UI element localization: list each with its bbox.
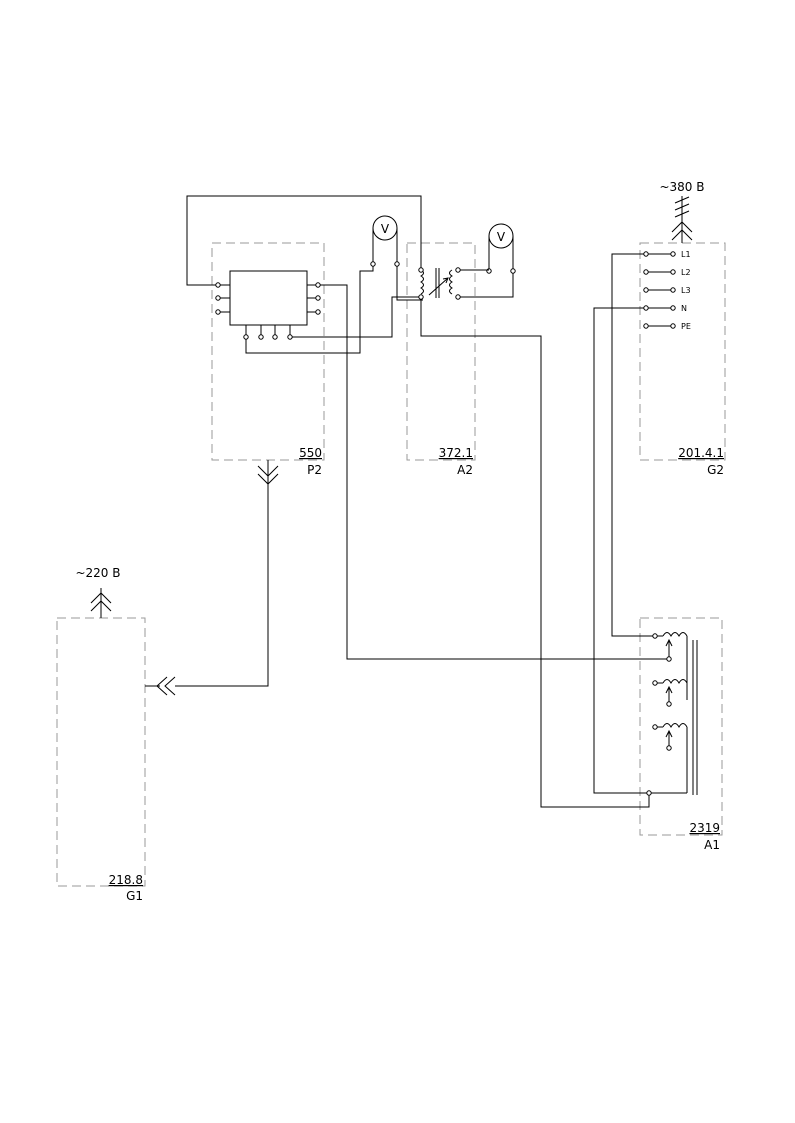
voltmeter-left-symbol: V: [381, 222, 390, 236]
voltmeter-left-pin: [370, 261, 376, 267]
supply-380-arrow: [671, 229, 693, 241]
supply-380-label: ~380 В: [659, 180, 704, 194]
wire-a2-a1-common: [420, 299, 650, 808]
p2-pin: [215, 295, 221, 301]
p2-pin: [315, 282, 321, 288]
g1-socket-chevron: [164, 676, 176, 696]
supply-220-arrow: [90, 592, 112, 604]
a2-designation: A2: [457, 463, 473, 477]
p2-plug-chevron: [257, 473, 279, 485]
p2-pin: [243, 334, 249, 340]
p2-plug-chevron: [257, 465, 279, 477]
block-g1: ~220 В 218.8 G1: [75, 566, 176, 903]
a2-pin: [455, 294, 461, 300]
a2-adjust-arrow-head: [442, 277, 449, 284]
g2-number: 201.4.1: [678, 446, 724, 460]
terminal-n: N: [681, 304, 687, 313]
wire-g2-n-a1: [593, 307, 647, 794]
voltmeter-right-symbol: V: [497, 230, 506, 244]
block-a1: 2319 A1: [646, 632, 720, 852]
g2-designation: G2: [707, 463, 724, 477]
p2-pin: [258, 334, 264, 340]
p2-number: 550: [299, 446, 322, 460]
p2-device-body: [229, 270, 308, 326]
terminal-l2: L2: [681, 268, 691, 277]
g1-designation: G1: [126, 889, 143, 903]
a2-secondary-coil: [449, 269, 453, 295]
supply-220-arrow: [90, 600, 112, 612]
p2-designation: P2: [307, 463, 322, 477]
voltmeter-right-pin: [510, 268, 516, 274]
wire-p2-a1: [320, 284, 667, 660]
wire-p2-bus-left: [245, 266, 374, 354]
terminal-l1: L1: [681, 250, 691, 259]
a2-number: 372.1: [439, 446, 473, 460]
wire-voltmeter-left: [396, 266, 423, 301]
wire-p2-g1: [175, 485, 269, 687]
block-a1-outline: [639, 617, 723, 836]
a1-winding: [662, 723, 688, 729]
a2-pin: [418, 294, 424, 300]
voltmeter-right-pin: [486, 268, 492, 274]
wire-g2-l1-a1: [611, 253, 653, 637]
a2-adjust-arrow: [428, 277, 449, 296]
supply-220-label: ~220 В: [75, 566, 120, 580]
voltmeter-right: V: [486, 223, 516, 274]
a2-primary-coil: [420, 269, 424, 295]
a1-designation: A1: [704, 838, 720, 852]
block-g2: ~380 В L1 L2 L3 N PE: [643, 180, 724, 477]
supply-380-arrow: [671, 221, 693, 233]
a1-winding: [662, 679, 688, 685]
block-a2-outline: [406, 242, 476, 461]
p2-pin: [287, 334, 293, 340]
wiring: [175, 195, 667, 808]
wire-a2-vmeter: [460, 273, 514, 298]
wire-p2-loop: [186, 195, 422, 286]
terminal-pe: PE: [681, 322, 691, 331]
voltmeter-left-pin: [394, 261, 400, 267]
block-a2: 372.1 A2: [418, 267, 473, 477]
p2-pin: [315, 309, 321, 315]
block-g1-outline: [56, 617, 146, 887]
g1-number: 218.8: [109, 873, 143, 887]
a2-pin: [418, 267, 424, 273]
p2-pin: [215, 282, 221, 288]
g2-terminal-block: L1 L2 L3 N PE: [643, 250, 691, 331]
p2-pin: [272, 334, 278, 340]
p2-pin: [215, 309, 221, 315]
p2-pin: [315, 295, 321, 301]
a2-pin: [455, 267, 461, 273]
wire-p2-bus-right: [292, 296, 419, 338]
voltmeter-left: V: [370, 215, 400, 267]
a1-winding: [662, 632, 688, 638]
terminal-l3: L3: [681, 286, 691, 295]
a1-number: 2319: [689, 821, 720, 835]
block-p2: 550 P2: [215, 270, 322, 485]
